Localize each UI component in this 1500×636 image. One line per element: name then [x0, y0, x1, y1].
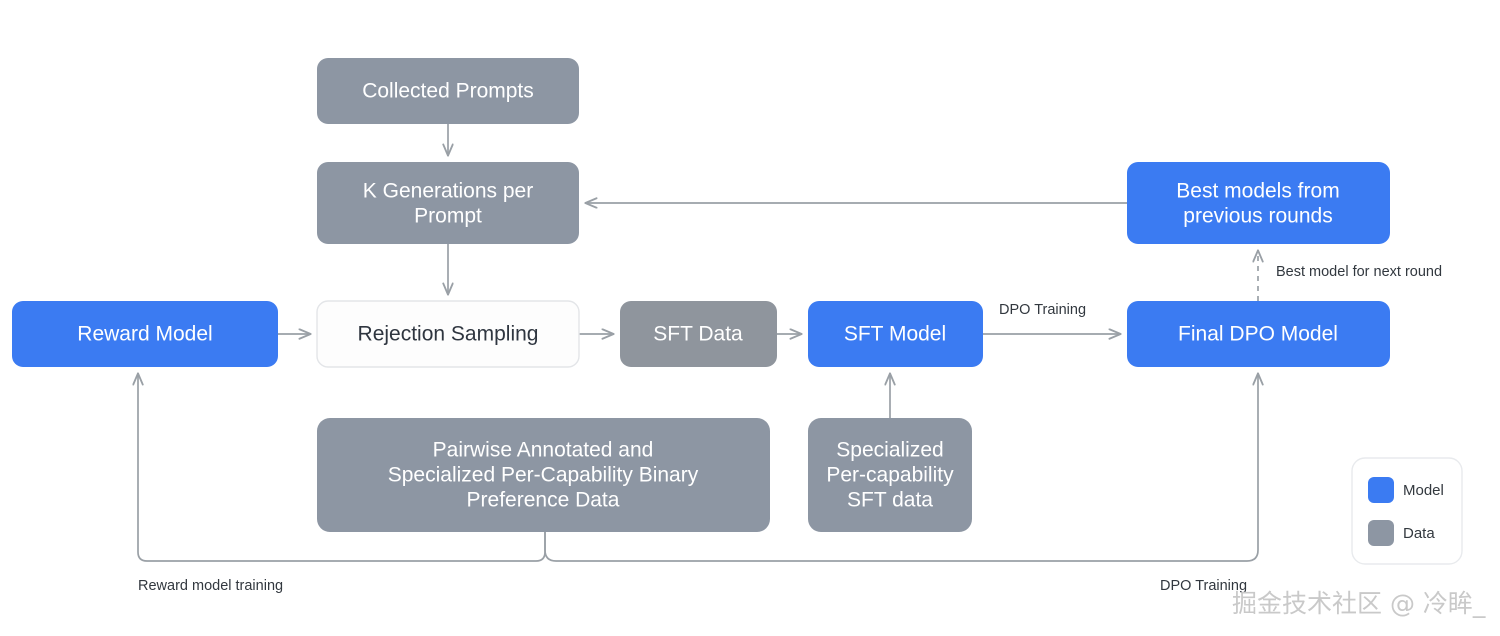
node-sft-model-label: SFT Model [844, 323, 946, 346]
nodes: Collected Prompts K Generations per Prom… [12, 58, 1390, 532]
edges [138, 124, 1258, 562]
node-reward-model-label: Reward Model [77, 323, 212, 346]
node-rejection-sampling-label: Rejection Sampling [358, 323, 539, 346]
legend-item-data: Data [1368, 520, 1435, 546]
edge-label-dpo-training-top: DPO Training [999, 302, 1086, 318]
node-best-models-label-line1: Best models from [1176, 180, 1339, 203]
node-k-generations-label-line2: Prompt [414, 205, 482, 228]
edge-pairwise-data-to-reward-model [138, 373, 546, 562]
node-sft-data-label: SFT Data [653, 323, 743, 346]
edge-labels: DPO Training Best model for next round R… [138, 264, 1442, 594]
watermark-text: 掘金技术社区 @ 冷眸_ [1232, 589, 1486, 618]
node-sft-data[interactable]: SFT Data [620, 301, 777, 367]
legend: Model Data [1351, 457, 1463, 565]
node-sft-model[interactable]: SFT Model [808, 301, 983, 367]
node-specialized-sft-data-label-line3: SFT data [847, 489, 933, 512]
edge-label-dpo-training-bottom: DPO Training [1160, 578, 1247, 594]
node-collected-prompts-label: Collected Prompts [362, 80, 534, 103]
legend-item-model: Model [1368, 477, 1444, 503]
node-final-dpo-model[interactable]: Final DPO Model [1127, 301, 1390, 367]
node-reward-model[interactable]: Reward Model [12, 301, 278, 367]
node-specialized-sft-data[interactable]: Specialized Per-capability SFT data [808, 418, 972, 532]
node-best-models-label-line2: previous rounds [1183, 205, 1332, 228]
node-pairwise-data[interactable]: Pairwise Annotated and Specialized Per-C… [317, 418, 770, 532]
node-collected-prompts[interactable]: Collected Prompts [317, 58, 579, 124]
node-pairwise-data-label-line2: Specialized Per-Capability Binary [388, 464, 699, 487]
edge-label-reward-model-training: Reward model training [138, 578, 283, 594]
node-specialized-sft-data-label-line2: Per-capability [826, 464, 954, 487]
node-pairwise-data-label-line1: Pairwise Annotated and [433, 439, 654, 462]
legend-swatch-model [1368, 477, 1394, 503]
edge-label-best-model-for-next-round: Best model for next round [1276, 264, 1442, 280]
node-rejection-sampling[interactable]: Rejection Sampling [316, 300, 580, 368]
node-pairwise-data-label-line3: Preference Data [467, 489, 620, 512]
legend-box [1351, 457, 1463, 565]
legend-swatch-data [1368, 520, 1394, 546]
legend-label-data: Data [1403, 525, 1435, 542]
node-final-dpo-model-label: Final DPO Model [1178, 323, 1338, 346]
edge-pairwise-data-to-final-dpo-model [544, 373, 1258, 562]
node-specialized-sft-data-label-line1: Specialized [836, 439, 943, 462]
node-best-models[interactable]: Best models from previous rounds [1127, 162, 1390, 244]
node-k-generations[interactable]: K Generations per Prompt [317, 162, 579, 244]
legend-label-model: Model [1403, 482, 1444, 499]
node-k-generations-label-line1: K Generations per [363, 180, 533, 203]
